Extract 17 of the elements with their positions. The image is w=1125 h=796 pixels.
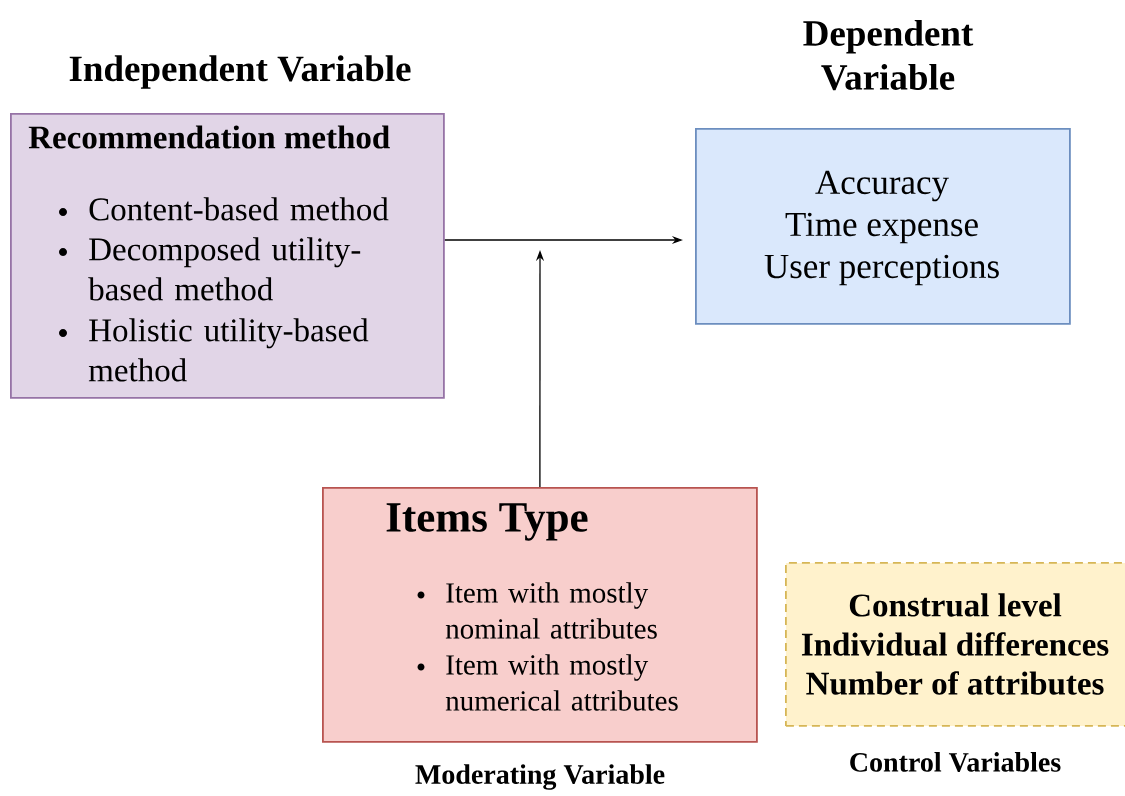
- bullet-item: Holistic utility-based method: [59, 318, 369, 382]
- variable-caption: Moderating Variable: [415, 764, 665, 790]
- bullet-item: Item with mostly nominal attributes: [417, 582, 657, 639]
- measure-text: Accuracy: [815, 170, 949, 202]
- bullet-item: Content-based method: [59, 197, 389, 221]
- bullet-item: Decomposed utility-based method: [59, 237, 361, 301]
- box-title: Items Type: [386, 503, 588, 541]
- variable-caption: Control Variables: [850, 752, 1061, 772]
- control-text: Individual differences: [801, 632, 1109, 656]
- measure-text: User perceptions: [764, 254, 999, 286]
- variable-heading: Independent Variable: [69, 55, 411, 89]
- variable-heading: Dependent Variable: [803, 19, 974, 91]
- measure-text: Time expense: [785, 212, 978, 244]
- control-text: Number of attributes: [806, 671, 1104, 695]
- box-title: Recommendation method: [28, 125, 390, 149]
- control-text: Construal level: [849, 593, 1062, 617]
- bullet-item: Item with mostly numerical attributes: [417, 654, 678, 711]
